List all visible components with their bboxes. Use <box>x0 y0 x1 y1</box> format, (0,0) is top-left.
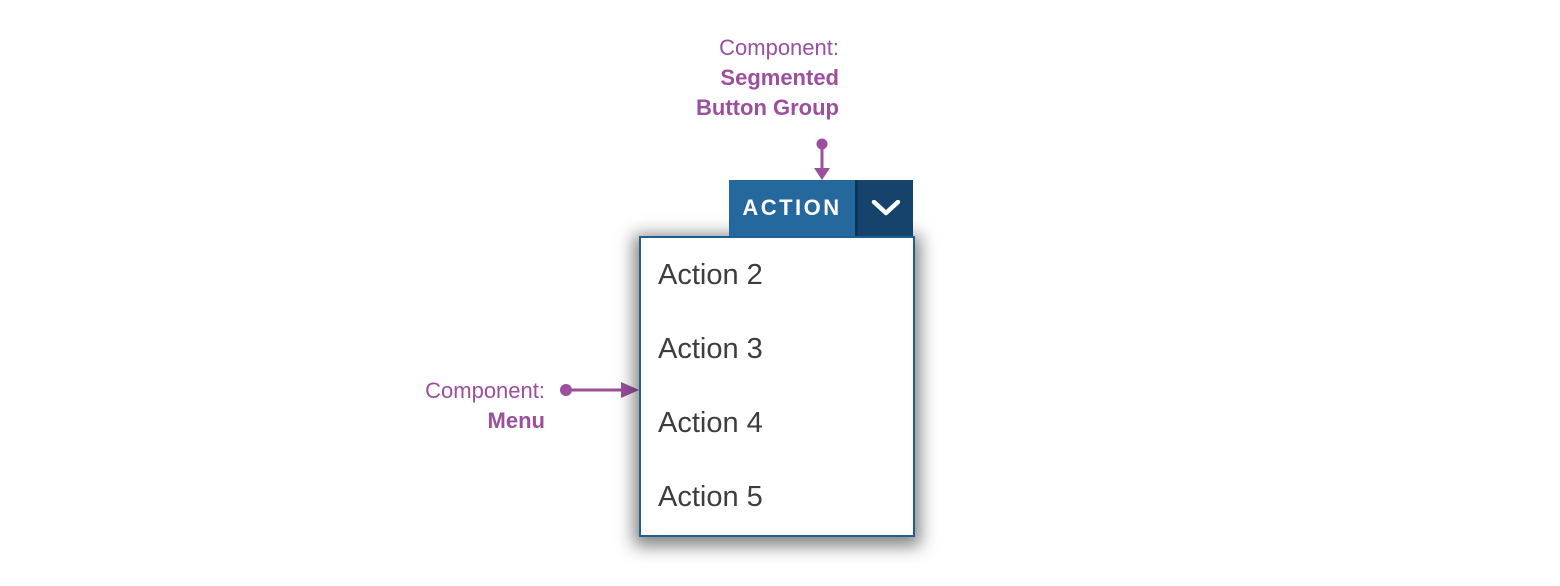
annotation-line-component: Component: <box>425 378 545 403</box>
menu-item[interactable]: Action 4 <box>658 407 763 440</box>
arrow-right-icon <box>560 382 639 398</box>
action-button[interactable]: ACTION <box>729 180 855 236</box>
annotation-line-menu: Menu <box>487 408 545 433</box>
menu-item[interactable]: Action 5 <box>658 481 763 514</box>
menu-item[interactable]: Action 3 <box>658 332 763 365</box>
segmented-button-group: ACTION <box>729 180 913 236</box>
menu-item[interactable]: Action 2 <box>658 258 763 291</box>
annotation-line-button-group: Button Group <box>696 95 839 120</box>
annotation-line-component: Component: <box>719 35 839 60</box>
dropdown-menu: Action 2 Action 3 Action 4 Action 5 <box>639 236 915 537</box>
dropdown-toggle-button[interactable] <box>855 180 913 236</box>
chevron-down-icon <box>871 200 900 216</box>
arrow-down-icon <box>814 138 830 180</box>
annotation-line-segmented: Segmented <box>720 65 839 90</box>
annotation-menu: Component: Menu <box>425 376 545 436</box>
annotation-segmented-button-group: Component: Segmented Button Group <box>696 33 839 123</box>
